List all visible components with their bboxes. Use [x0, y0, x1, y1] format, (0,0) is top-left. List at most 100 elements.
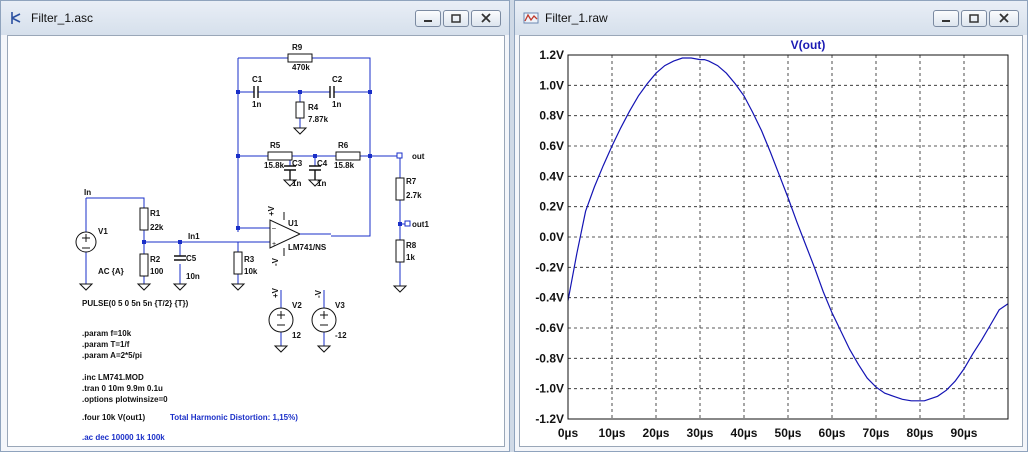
r6-name: R6: [338, 141, 349, 150]
param-t[interactable]: .param T=1/f: [82, 340, 130, 349]
x-tick-label: 90µs: [951, 426, 978, 440]
r7-value: 2.7k: [406, 191, 422, 200]
r2-value: 100: [150, 267, 164, 276]
c5-symbol: [174, 255, 186, 261]
minimize-button[interactable]: [415, 10, 441, 27]
x-tick-label: 80µs: [907, 426, 934, 440]
net-out1-label: out1: [412, 220, 429, 229]
r2-name: R2: [150, 255, 161, 264]
spice-directives: PULSE(0 5 0 5n 5n {T/2} {T}) .param f=10…: [82, 299, 298, 442]
minimize-icon: [942, 20, 950, 22]
ac-directive[interactable]: .ac dec 10000 1k 100k: [82, 433, 165, 442]
c1-symbol: [253, 86, 259, 98]
close-button[interactable]: [471, 10, 501, 27]
v3-value: -12: [335, 331, 347, 340]
v2-symbol[interactable]: [268, 307, 294, 333]
y-tick-label: 1.2V: [539, 48, 564, 62]
ground-symbols: [78, 127, 408, 353]
c4-symbol: [309, 165, 321, 180]
opamp-u1[interactable]: – +: [269, 212, 331, 256]
x-tick-label: 0µs: [558, 426, 579, 440]
waveform-title: Filter_1.raw: [545, 11, 608, 25]
x-tick-label: 10µs: [599, 426, 626, 440]
c1-name: C1: [252, 75, 263, 84]
maximize-icon: [451, 14, 461, 23]
net-out-label: out: [412, 152, 425, 161]
r4-body[interactable]: [295, 101, 305, 119]
v3-symbol[interactable]: [311, 307, 337, 333]
svg-text:+: +: [272, 241, 276, 248]
resistors: [139, 53, 405, 277]
plot-frame: [567, 54, 1009, 420]
r9-value: 470k: [292, 63, 310, 72]
r1-body[interactable]: [139, 207, 149, 231]
r3-name: R3: [244, 255, 255, 264]
x-tick-label: 60µs: [819, 426, 846, 440]
v2-name: V2: [292, 301, 302, 310]
trace-label-vout[interactable]: V(out): [791, 38, 826, 52]
y-tick-label: 0.4V: [539, 169, 564, 183]
v1-value: AC {A}: [98, 267, 124, 276]
schematic-wires: [85, 57, 408, 346]
r3-value: 10k: [244, 267, 258, 276]
tran-directive[interactable]: .tran 0 10m 9.9m 0.1u: [82, 384, 163, 393]
c3-symbol: [284, 165, 296, 180]
r9-body[interactable]: [287, 53, 313, 63]
maximize-button-2[interactable]: [961, 10, 987, 27]
source-polarity: [82, 234, 328, 326]
c3-name: C3: [292, 159, 303, 168]
inc-directive[interactable]: .inc LM741.MOD: [82, 373, 144, 382]
schematic-window: Filter_1.asc: [0, 0, 510, 452]
four-directive[interactable]: .four 10k V(out1): [82, 413, 145, 422]
waveform-plot[interactable]: V(out) 1.2V1.0V0.8V0.6V0.4V0.2V0.0V-0.2V…: [520, 36, 1023, 447]
minimize-button-2[interactable]: [933, 10, 959, 27]
pulse-directive[interactable]: PULSE(0 5 0 5n 5n {T/2} {T}): [82, 299, 189, 308]
schematic-titlebar[interactable]: Filter_1.asc: [1, 1, 509, 35]
trace-vout[interactable]: [567, 57, 1009, 402]
net-flags: [396, 152, 411, 227]
v1-name: V1: [98, 227, 108, 236]
r7-name: R7: [406, 177, 417, 186]
r2-body[interactable]: [139, 253, 149, 277]
r4-name: R4: [308, 103, 319, 112]
y-tick-label: -0.4V: [535, 291, 564, 305]
param-f[interactable]: .param f=10k: [82, 329, 132, 338]
y-tick-label: 0.2V: [539, 200, 564, 214]
x-tick-label: 50µs: [775, 426, 802, 440]
v3-name: V3: [335, 301, 345, 310]
r1-value: 22k: [150, 223, 164, 232]
y-axis-ticks: 1.2V1.0V0.8V0.6V0.4V0.2V0.0V-0.2V-0.4V-0…: [535, 48, 564, 426]
r5-name: R5: [270, 141, 281, 150]
y-tick-label: 0.6V: [539, 139, 564, 153]
waveform-titlebar[interactable]: Filter_1.raw: [515, 1, 1027, 35]
close-button-2[interactable]: [989, 10, 1019, 27]
x-tick-label: 20µs: [643, 426, 670, 440]
c2-symbol: [329, 86, 335, 98]
c1-value: 1n: [252, 100, 261, 109]
u1-vminus-label: -V: [271, 257, 280, 266]
c4-name: C4: [317, 159, 328, 168]
c2-value: 1n: [332, 100, 341, 109]
maximize-icon: [969, 14, 979, 23]
r1-name: R1: [150, 209, 161, 218]
param-a[interactable]: .param A=2*5/pi: [82, 351, 142, 360]
y-tick-label: -1.2V: [535, 412, 564, 426]
y-tick-label: -1.0V: [535, 382, 564, 396]
maximize-button[interactable]: [443, 10, 469, 27]
r6-body[interactable]: [335, 151, 361, 161]
c5-name: C5: [186, 254, 197, 263]
r5-body[interactable]: [267, 151, 293, 161]
schematic-canvas[interactable]: – + R9 470k C1: [7, 35, 505, 447]
r8-body[interactable]: [395, 239, 405, 263]
r6-value: 15.8k: [334, 161, 355, 170]
r7-body[interactable]: [395, 177, 405, 201]
net-in1-label: In1: [188, 232, 200, 241]
u1-vplus-label: +V: [267, 205, 276, 216]
y-tick-label: 0.8V: [539, 109, 564, 123]
options-directive[interactable]: .options plotwinsize=0: [82, 395, 168, 404]
y-tick-label: -0.8V: [535, 351, 564, 365]
c3-value: 1n: [292, 179, 301, 188]
component-labels: R9 470k C1 1n C2 1n R4 7.87k R5 15.8k R6…: [84, 43, 429, 340]
r3-body[interactable]: [233, 251, 243, 275]
